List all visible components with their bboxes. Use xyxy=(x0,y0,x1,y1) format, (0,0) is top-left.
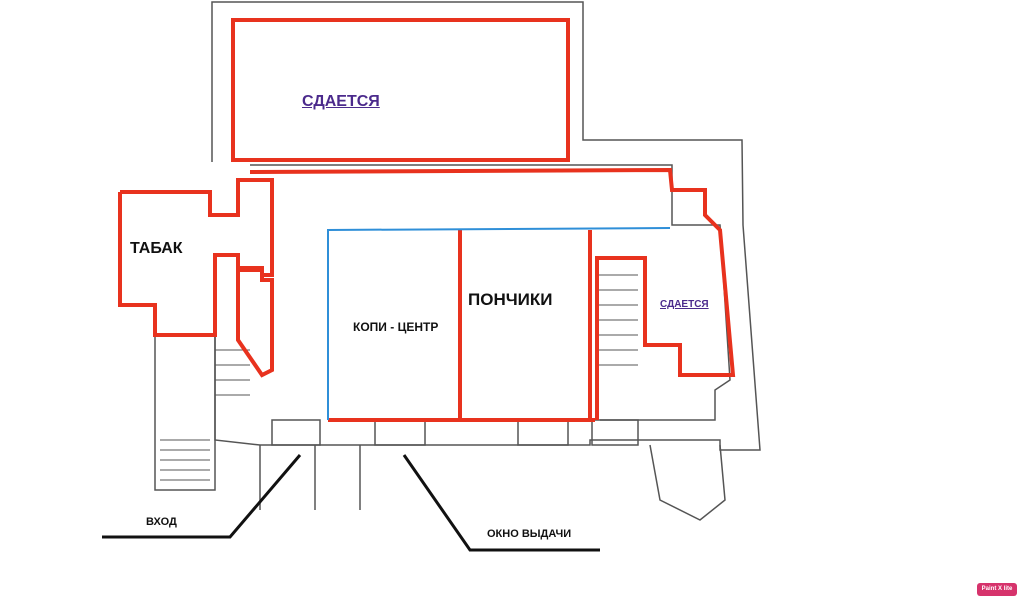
watermark-badge: Paint X lite xyxy=(977,583,1017,596)
room-label-tobacco: ТАБАК xyxy=(130,240,183,257)
room-label-top-rent: СДАЕТСЯ xyxy=(302,93,380,110)
room-label-copy-center: КОПИ - ЦЕНТР xyxy=(353,320,439,334)
label-service-window: ОКНО ВЫДАЧИ xyxy=(487,528,572,540)
copy-center-outline xyxy=(327,227,671,420)
label-entrance: ВХОД xyxy=(146,516,177,528)
stairs xyxy=(160,274,638,481)
room-label-right-rent: СДАЕТСЯ xyxy=(660,299,709,310)
room-label-donuts: ПОНЧИКИ xyxy=(468,290,553,309)
pointer-lines xyxy=(102,454,600,552)
walls xyxy=(154,1,761,521)
rented-outlines xyxy=(118,18,736,422)
